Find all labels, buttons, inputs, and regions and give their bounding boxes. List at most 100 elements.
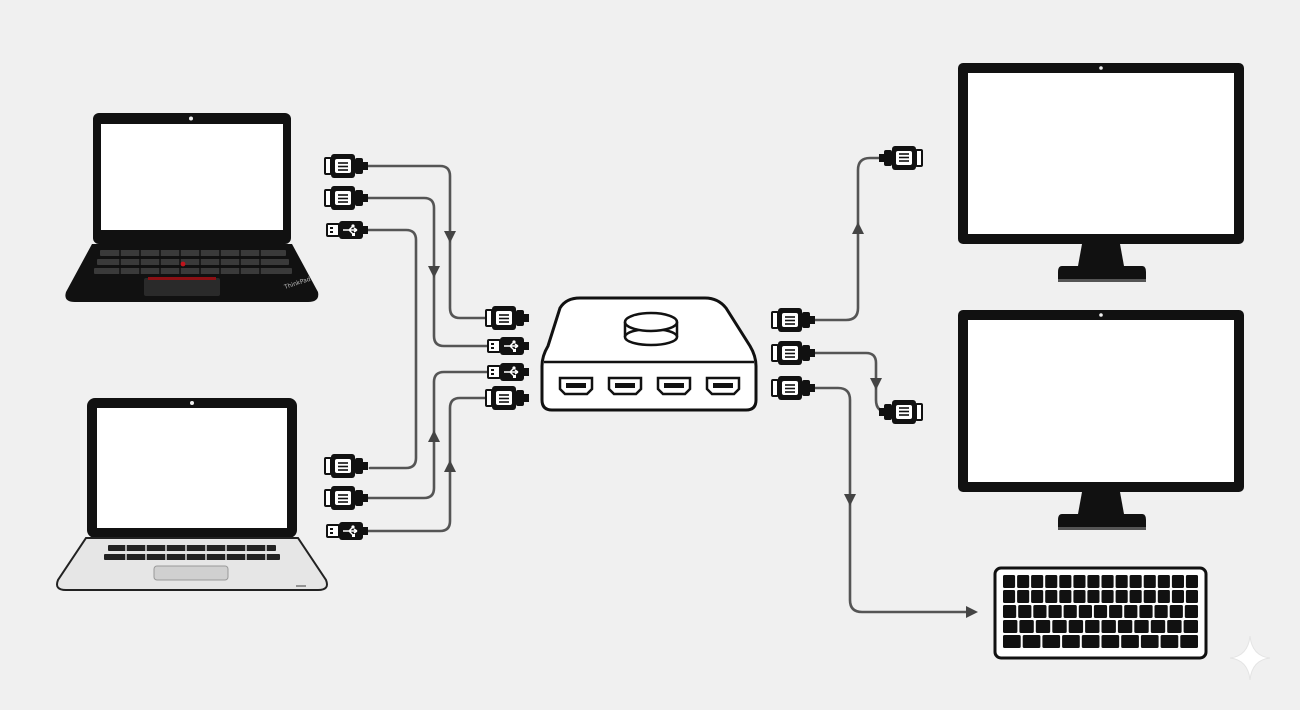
keyboard-key <box>1063 605 1077 618</box>
keyboard-key <box>1171 575 1184 588</box>
keyboard-key <box>1180 635 1198 648</box>
vga-connector-icon <box>485 305 530 331</box>
keyboard-key <box>1183 620 1198 633</box>
keyboard-key <box>1087 590 1100 603</box>
keyboard-key <box>1185 590 1198 603</box>
keyboard-key <box>1167 620 1182 633</box>
vga-connector-icon <box>771 375 816 401</box>
usb-connector-icon <box>487 362 530 382</box>
monitor-bottom <box>958 310 1244 530</box>
keyboard-key <box>1022 635 1041 648</box>
keyboard-key <box>1157 575 1170 588</box>
keyboard-key <box>1101 620 1116 633</box>
switch-output-connectors <box>771 307 816 401</box>
keyboard-key <box>1101 590 1114 603</box>
keyboard <box>993 566 1208 660</box>
monitor-top <box>958 63 1244 282</box>
keyboard-key <box>1139 605 1153 618</box>
keyboard-key <box>1052 620 1067 633</box>
hdmi-port-icon[interactable] <box>607 376 643 396</box>
monitor-top-screen <box>968 73 1234 234</box>
keyboard-key <box>1073 590 1086 603</box>
keyboard-key <box>1185 575 1198 588</box>
usb-connector-icon <box>326 521 369 541</box>
keyboard-key <box>1017 590 1030 603</box>
keyboard-key <box>1003 620 1018 633</box>
keyboard-key <box>1129 590 1142 603</box>
monitor-bottom-screen <box>968 320 1234 482</box>
keyboard-key <box>1171 590 1184 603</box>
keyboard-key <box>1078 605 1092 618</box>
laptop-silver <box>56 398 328 591</box>
laptop-silver-connectors <box>324 453 369 541</box>
keyboard-key <box>1121 635 1139 648</box>
hdmi-port-icon[interactable] <box>558 376 594 396</box>
wire-laptop-dark-vga-2 <box>366 196 492 348</box>
keyboard-key <box>1124 605 1138 618</box>
usb-connector-icon <box>487 336 530 356</box>
keyboard-key <box>1042 635 1061 648</box>
keyboard-key <box>1017 575 1030 588</box>
wire-laptop-dark-vga-1 <box>366 164 492 320</box>
laptop-dark-keyboard <box>94 250 292 274</box>
wire-to-monitor-top <box>810 156 902 322</box>
keyboard-key <box>1129 575 1142 588</box>
keyboard-key <box>1101 575 1114 588</box>
keyboard-key <box>1031 575 1044 588</box>
vga-connector-icon <box>324 453 369 479</box>
keyboard-key <box>1134 620 1149 633</box>
keyboard-key <box>1059 590 1072 603</box>
keyboard-key <box>1109 605 1123 618</box>
keyboard-key <box>1115 575 1128 588</box>
keyboard-key <box>1003 605 1017 618</box>
laptop-silver-keyboard <box>104 545 280 560</box>
keyboard-key <box>1115 590 1128 603</box>
keyboard-key <box>1003 575 1016 588</box>
keyboard-key <box>1150 620 1166 633</box>
vga-connector-icon <box>485 385 530 411</box>
vga-connector-icon <box>771 307 816 333</box>
sparkle-icon <box>1229 635 1271 681</box>
keyboard-key <box>1068 620 1084 633</box>
wire-laptop-silver-usb <box>366 396 492 533</box>
wire-to-keyboard <box>810 386 970 614</box>
hdmi-port-icon[interactable] <box>656 376 692 396</box>
keyboard-key <box>1154 605 1168 618</box>
keyboard-key <box>1081 635 1100 648</box>
vga-connector-icon <box>324 153 369 179</box>
vga-connector-icon <box>324 185 369 211</box>
laptop-dark-connectors <box>324 153 369 240</box>
keyboard-key <box>1169 605 1183 618</box>
keyboard-key <box>1031 590 1044 603</box>
keyboard-key <box>1117 620 1133 633</box>
vga-connector-icon <box>878 399 923 425</box>
keyboard-keys <box>1003 575 1198 648</box>
keyboard-key <box>1045 575 1058 588</box>
keyboard-key <box>1085 620 1100 633</box>
keyboard-key <box>1048 605 1062 618</box>
keyboard-key <box>1035 620 1051 633</box>
keyboard-key <box>1093 605 1108 618</box>
keyboard-key <box>1160 635 1179 648</box>
usb-connector-icon <box>326 220 369 240</box>
keyboard-key <box>1140 635 1159 648</box>
keyboard-key <box>1003 635 1021 648</box>
vga-connector-icon <box>324 485 369 511</box>
keyboard-key <box>1062 635 1080 648</box>
keyboard-key <box>1019 620 1034 633</box>
vga-connector-icon <box>878 145 923 171</box>
trackpoint-icon <box>180 261 186 267</box>
keyboard-key <box>1157 590 1170 603</box>
keyboard-key <box>1059 575 1072 588</box>
selector-knob-icon[interactable] <box>623 311 679 347</box>
keyboard-key <box>1073 575 1086 588</box>
keyboard-key <box>1101 635 1120 648</box>
hdmi-ports <box>558 376 741 396</box>
wire-to-monitor-bottom <box>810 351 902 414</box>
wire-laptop-silver-vga-1 <box>366 370 492 500</box>
laptop-silver-screen <box>97 408 287 528</box>
keyboard-key <box>1018 605 1032 618</box>
hdmi-port-icon[interactable] <box>705 376 741 396</box>
kvm-switch <box>540 296 758 412</box>
keyboard-key <box>1087 575 1100 588</box>
